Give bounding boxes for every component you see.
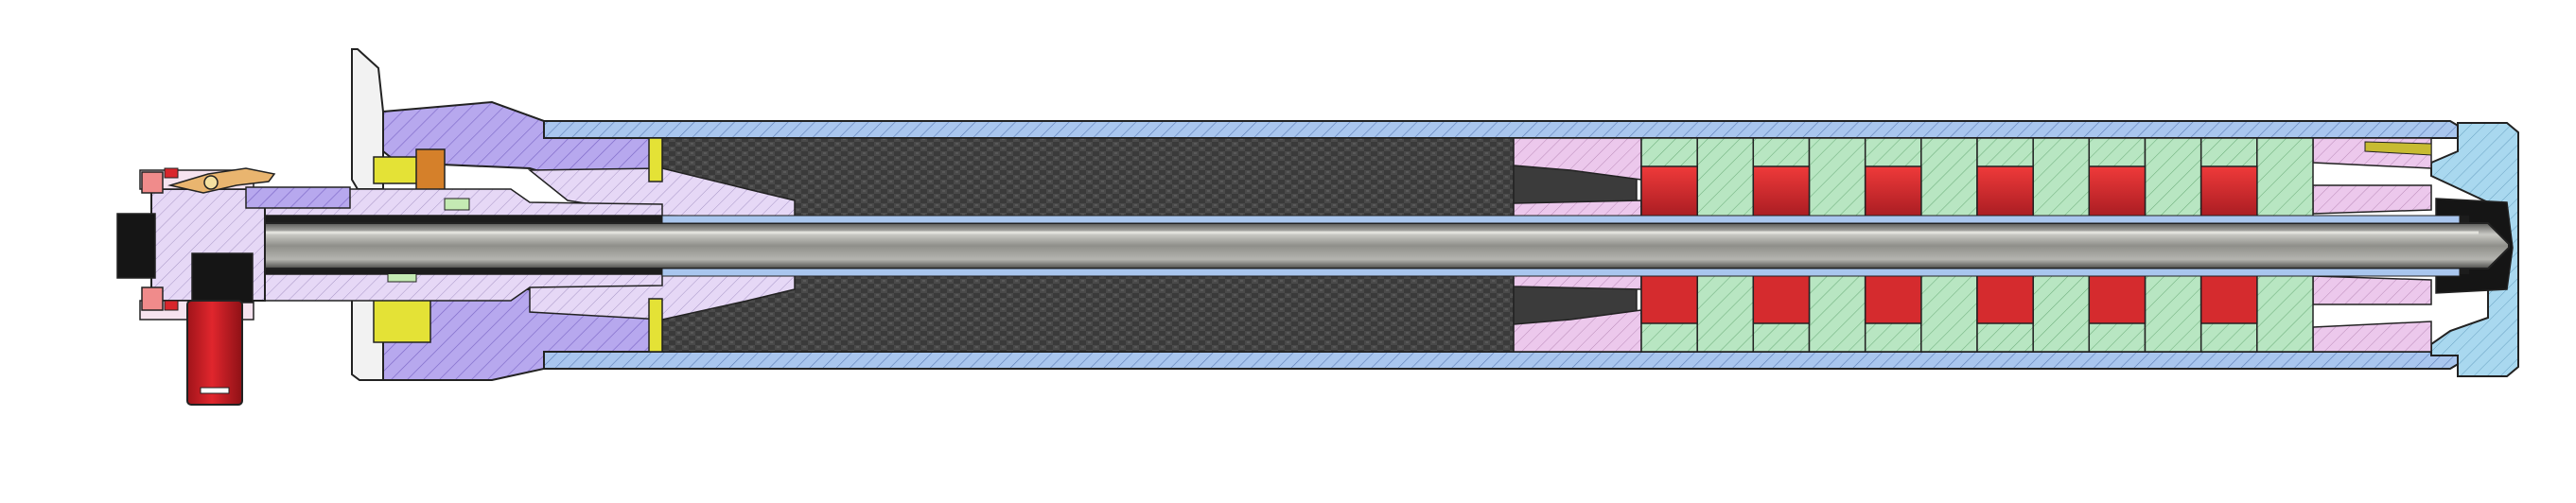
stack-washer-upper (1696, 137, 1755, 218)
knob-pink-lower (141, 286, 164, 311)
seal-upper (648, 137, 663, 182)
spring-elements (1513, 137, 2432, 353)
stack-washer-upper (2256, 137, 2314, 218)
stack-block-upper (1752, 165, 1811, 218)
stack-washer-lower (1808, 271, 1866, 353)
stack-block-upper (1640, 165, 1698, 218)
knob-pink-upper (141, 171, 164, 194)
stack-block-upper (1864, 165, 1922, 218)
flange-nut-upper (373, 156, 422, 184)
spring-right-lower (2312, 275, 2432, 305)
lever-pivot (203, 175, 219, 190)
stack-washer-upper (1808, 137, 1866, 218)
stack-block-lower (2088, 271, 2147, 324)
stack-block-upper (2088, 165, 2147, 218)
spring-right-upper-2 (2312, 184, 2432, 215)
spring-right-accent (2364, 141, 2432, 156)
flange-plate (351, 48, 446, 381)
green-clip-upper (444, 198, 470, 211)
handle-collar (191, 252, 254, 304)
flange-nut-lower (373, 296, 431, 343)
stack-upper (1640, 137, 2314, 218)
handle-slot (200, 387, 230, 394)
stack-washer-lower (2144, 271, 2202, 353)
stack-washer-lower (1920, 271, 1978, 353)
seal-lower (648, 298, 663, 353)
lever-arm (167, 167, 276, 194)
stack-block-upper (1976, 165, 2034, 218)
stack-washer-upper (2032, 137, 2091, 218)
stack-washer-lower (1696, 271, 1755, 353)
rod-inner-band-upper (661, 215, 2461, 224)
outer-tube-top-wall (543, 120, 2461, 139)
stack-block-lower (1752, 271, 1811, 324)
handle-grip (186, 300, 243, 406)
stack-block-lower (2199, 271, 2258, 324)
stack-washer-upper (1920, 137, 1978, 218)
spring-left-upper-2 (1513, 199, 1642, 218)
red-handle (186, 252, 254, 406)
stack-block-upper (2199, 165, 2258, 218)
stack-washer-upper (2144, 137, 2202, 218)
stack-block-lower (1864, 271, 1922, 324)
flange-upper (351, 48, 384, 190)
stack-block-lower (1640, 271, 1698, 324)
spring-left-upper (1513, 137, 1642, 181)
stack-washer-lower (2256, 271, 2314, 353)
stack-block-lower (1976, 271, 2034, 324)
rod-inner-band-lower (661, 268, 2461, 277)
outer-tube-bottom-wall (543, 351, 2461, 370)
stack-lower (1640, 271, 2314, 353)
rod-shaft (160, 222, 2510, 269)
stack-washer-lower (2032, 271, 2091, 353)
knob-red-lower (164, 300, 179, 311)
spring-right-lower-2 (2312, 321, 2432, 353)
main-rod (160, 215, 2510, 277)
purple-collar (245, 186, 351, 209)
head-black-cap (116, 213, 156, 279)
knob-red-upper (164, 167, 179, 179)
